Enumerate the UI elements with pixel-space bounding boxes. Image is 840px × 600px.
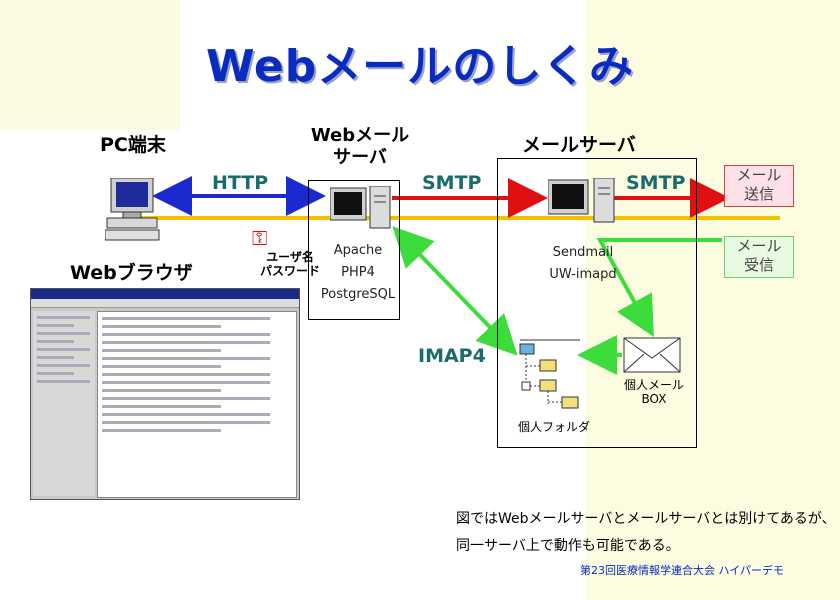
webmail-software-php: PHP4 xyxy=(341,265,375,280)
receive-tag: メール 受信 xyxy=(724,236,794,278)
note-line-1: 図ではWebメールサーバとメールサーバとは別けてあるが、 xyxy=(456,511,836,527)
mail-software-sendmail: Sendmail xyxy=(552,245,614,260)
mailbox-envelope-icon xyxy=(623,337,681,373)
credential-user-label: ユーザ名 xyxy=(266,250,314,264)
background-panel-left xyxy=(0,0,180,130)
credential-password-label: パスワード xyxy=(259,264,320,278)
send-tag: メール 送信 xyxy=(724,165,794,207)
webmail-server-label-2: サーバ xyxy=(333,147,387,168)
note-line-2: 同一サーバ上で動作も可能である。 xyxy=(456,538,680,554)
webmail-software-apache: Apache xyxy=(333,243,383,258)
recv-arrow xyxy=(596,238,722,337)
footer: 第23回医療情報学連合大会 ハイパーデモ xyxy=(580,564,785,577)
receive-tag-line1: メール xyxy=(736,237,782,255)
screenshot-content xyxy=(97,311,297,498)
screenshot-sidebar xyxy=(33,311,95,496)
page-title: Webメールのしくみ xyxy=(205,41,635,92)
smtp-label-2: SMTP xyxy=(626,172,686,194)
mail-server-computer-icon xyxy=(548,178,615,223)
browser-label: Webブラウザ xyxy=(70,262,193,284)
webmail-server-label-1: Webメール xyxy=(310,125,410,146)
webmail-software-postgresql: PostgreSQL xyxy=(320,287,396,302)
smtp-label-1: SMTP xyxy=(422,172,482,194)
folder-tree-icon xyxy=(519,339,580,409)
browser-screenshot xyxy=(30,288,300,500)
key-icon: ⚿ xyxy=(252,226,268,250)
webmail-server-computer-icon xyxy=(330,186,391,229)
mail-server-box xyxy=(497,158,697,448)
mailbox-label-1: 個人メール xyxy=(623,378,684,392)
send-tag-line2: 送信 xyxy=(743,185,774,203)
mail-server-label: メールサーバ xyxy=(522,134,636,156)
pc-computer-icon xyxy=(105,178,160,241)
http-label: HTTP xyxy=(212,172,269,194)
pc-label: PC端末 xyxy=(100,134,166,156)
screenshot-menubar xyxy=(31,299,299,308)
mailbox-label-2: BOX xyxy=(641,392,667,406)
webmail-server-box xyxy=(308,180,400,320)
personal-folder-label: 個人フォルダ xyxy=(518,420,591,434)
receive-tag-line2: 受信 xyxy=(743,256,774,274)
imap-label: IMAP4 xyxy=(418,345,486,367)
send-tag-line1: メール xyxy=(736,166,782,184)
screenshot-titlebar xyxy=(31,289,299,299)
mail-software-uwimapd: UW-imapd xyxy=(549,267,617,282)
imap-arrow xyxy=(392,226,518,356)
